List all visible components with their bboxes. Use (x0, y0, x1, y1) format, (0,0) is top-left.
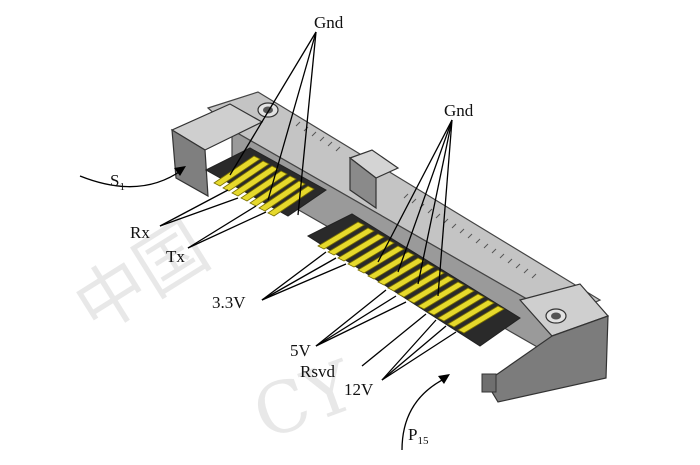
power-pin (417, 281, 465, 310)
key-block-front (349, 156, 377, 210)
leader-33v-3 (261, 263, 347, 301)
data-pin (240, 170, 288, 202)
leader-s1-arrowhead (174, 166, 186, 176)
leader-gnd-right-3 (417, 119, 453, 285)
label-tx: Tx (166, 247, 185, 266)
power-pins (317, 221, 505, 334)
data-pin (249, 175, 297, 207)
leader-gnd-top-1 (229, 31, 317, 176)
power-pin (427, 287, 475, 316)
leader-p15-arrowhead (438, 374, 450, 384)
leader-gnd-top-2 (267, 31, 317, 201)
leader-p15-arrow (401, 377, 447, 451)
label-s1: S1 (110, 171, 125, 193)
power-pin (357, 245, 405, 274)
data-pin (267, 185, 315, 217)
leader-gnd-top-3 (297, 31, 317, 216)
label-5v: 5V (290, 341, 312, 360)
leader-rx-1 (159, 189, 229, 227)
label-p15: P15 (408, 425, 429, 447)
leader-12v-1 (381, 319, 437, 381)
label-gnd-top: Gnd (314, 13, 344, 32)
leader-tx-1 (187, 205, 257, 249)
power-pin (437, 293, 485, 322)
leader-5v-1 (315, 289, 387, 347)
top-contact-teeth (295, 121, 537, 279)
power-pin (387, 263, 435, 292)
data-pin (213, 155, 261, 187)
leader-gnd-right-1 (377, 119, 453, 263)
power-pin (317, 221, 365, 250)
label-s1-main: S (110, 171, 119, 190)
power-pin (347, 239, 395, 268)
label-3-3v: 3.3V (212, 293, 246, 312)
label-rsvd: Rsvd (300, 362, 335, 381)
label-gnd-right: Gnd (444, 101, 474, 120)
connector-housing (170, 91, 610, 403)
label-p15-sub: 15 (417, 435, 429, 447)
leader-lines (79, 31, 457, 451)
right-foot (481, 373, 497, 393)
leader-12v-3 (381, 331, 457, 381)
housing-right-end-front (485, 315, 609, 403)
power-pin (327, 227, 375, 256)
leader-s1-arrow (79, 169, 183, 188)
power-pin (397, 269, 445, 298)
leader-tx-2 (187, 211, 267, 249)
leader-rsvd (361, 313, 427, 367)
leader-gnd-right-2 (397, 119, 453, 273)
data-pin (258, 180, 306, 212)
housing-left-end-front (171, 128, 209, 198)
data-pins (213, 155, 315, 217)
power-pin (407, 275, 455, 304)
mount-hole-right-inner (551, 312, 561, 320)
power-pin (377, 257, 425, 286)
label-rx: Rx (130, 223, 150, 242)
leader-5v-3 (315, 301, 407, 347)
power-pin (457, 305, 505, 334)
leader-12v-2 (381, 325, 447, 381)
power-pin (337, 233, 385, 262)
leader-33v-2 (261, 257, 337, 301)
data-pin (231, 165, 279, 197)
leader-rx-2 (159, 197, 239, 227)
leader-33v-1 (261, 251, 327, 301)
pin-labels: Gnd Gnd S1 Rx Tx 3.3V 5V Rsvd 12V P15 (110, 13, 474, 447)
power-pin (447, 299, 495, 328)
leader-gnd-right-4 (437, 119, 453, 297)
label-p15-main: P (408, 425, 417, 444)
leader-5v-2 (315, 295, 397, 347)
label-s1-sub: 1 (119, 181, 125, 193)
label-12v: 12V (344, 380, 374, 399)
